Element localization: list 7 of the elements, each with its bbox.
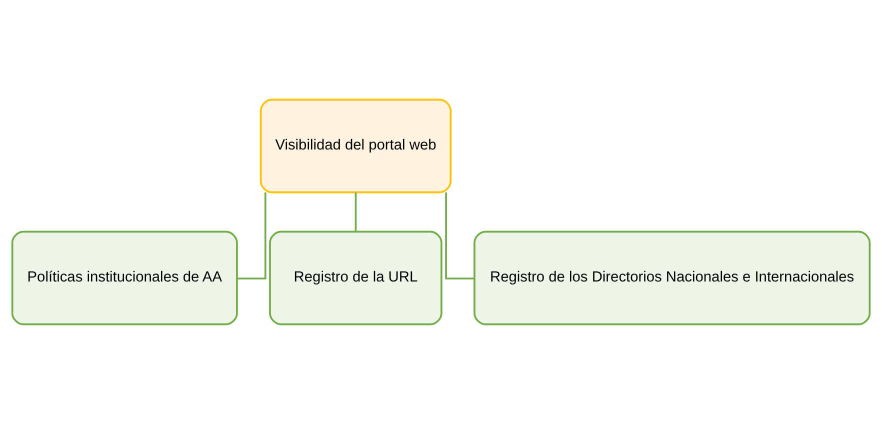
connector xyxy=(445,192,474,279)
node-box: Registro de los Directorios Nacionales e Internacionales xyxy=(474,230,871,325)
node-box: Visibilidad del portal web xyxy=(260,98,452,193)
connector xyxy=(237,192,266,279)
node-box: Políticas institucionales de AA xyxy=(11,230,238,325)
node-box: Registro de la URL xyxy=(269,230,442,325)
connector xyxy=(354,192,357,231)
